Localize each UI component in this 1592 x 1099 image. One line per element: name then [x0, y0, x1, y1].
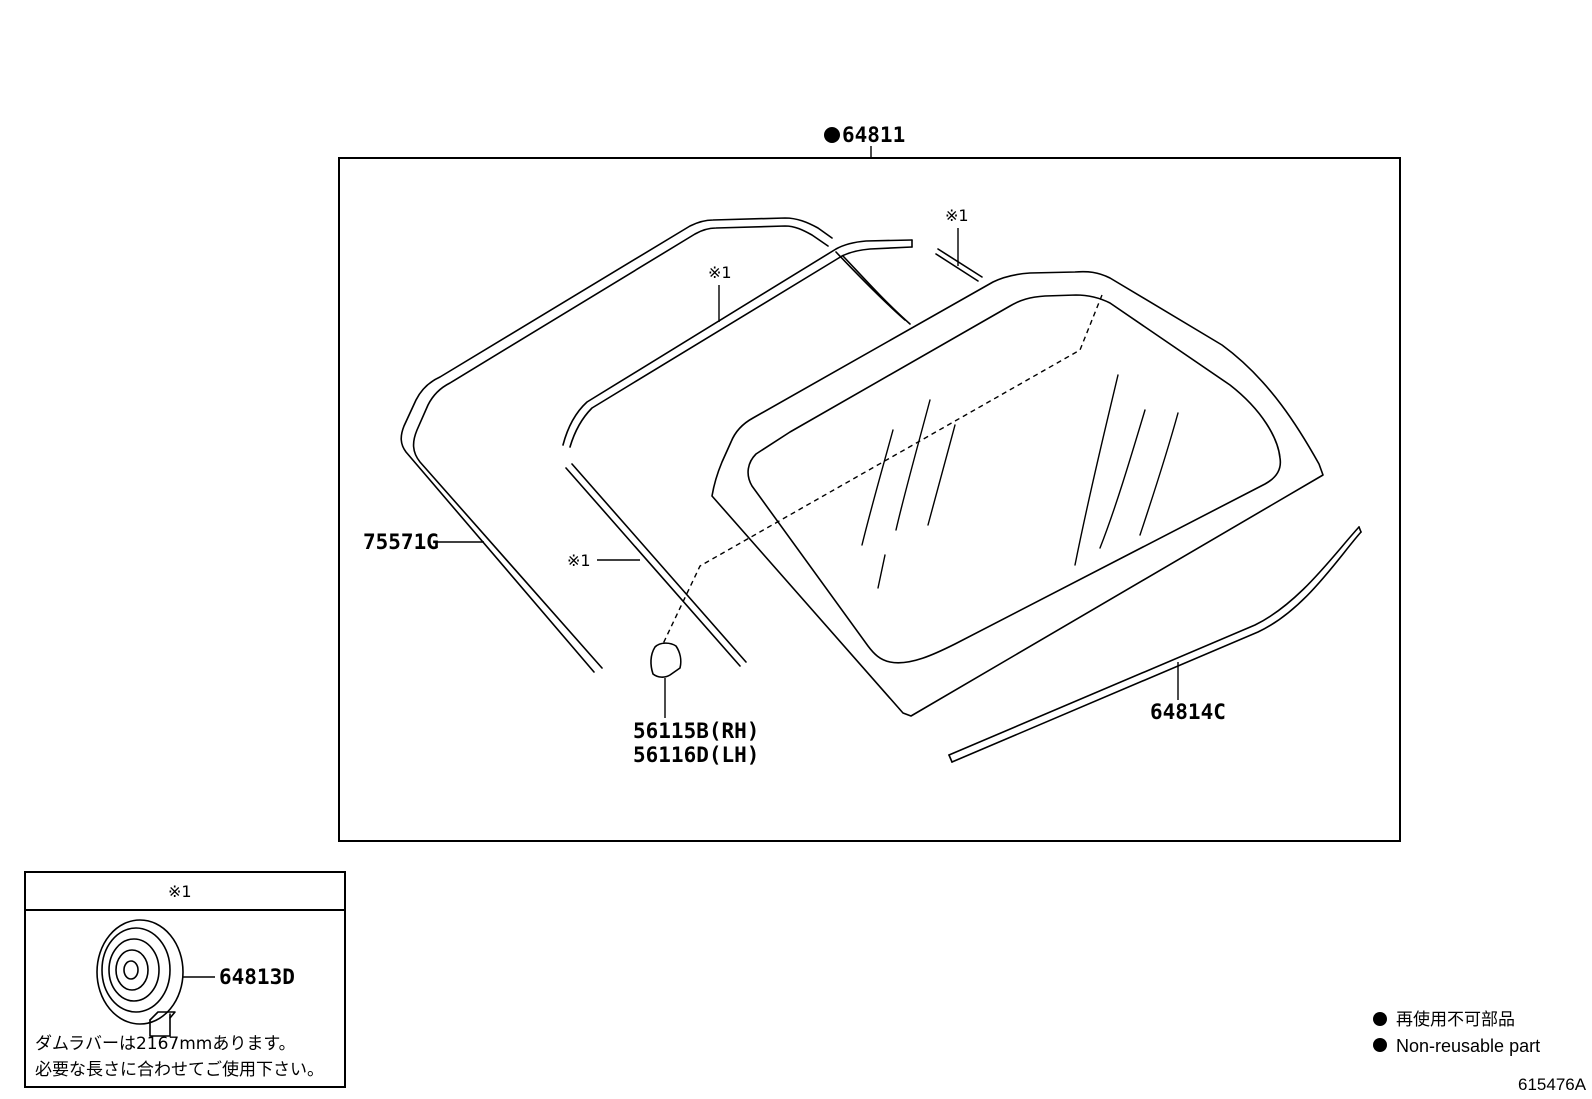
spacer-rh-label: 56115B(RH) [633, 719, 759, 743]
detail-note-line2: 必要な長さに合わせてご使用下さい。 [35, 1059, 324, 1080]
dam-top [935, 248, 983, 282]
back-glass [711, 270, 1324, 717]
legend-mark-en [1373, 1038, 1387, 1052]
spacer-lh-label: 56116D(LH) [633, 743, 759, 767]
spacer-clip [650, 642, 682, 678]
figure-id: 615476A [1518, 1075, 1587, 1094]
legend-en: Non-reusable part [1396, 1036, 1540, 1056]
lower-dam-label: 64814C [1150, 700, 1226, 724]
legend-mark-jp [1373, 1012, 1387, 1026]
outer-molding-label: 75571G [363, 530, 439, 554]
detail-note-line1: ダムラバーは2167mmあります。 [35, 1034, 296, 1054]
outer-molding [400, 217, 833, 673]
dashed-reference-line [661, 294, 1103, 647]
detail-box-header: ※1 [168, 882, 192, 901]
nonreusable-mark-assembly [824, 127, 840, 143]
dam-top-mark: ※1 [945, 206, 969, 225]
inner-molding-top [562, 239, 913, 448]
assembly-frame [338, 157, 1401, 842]
detail-box [24, 871, 346, 1088]
dam-side-mark: ※1 [567, 551, 591, 570]
glass-glare [861, 374, 1179, 589]
lower-dam [948, 526, 1362, 763]
dam-side [565, 463, 747, 667]
legend-jp: 再使用不可部品 [1396, 1009, 1515, 1030]
rubber-roll-icon [96, 919, 184, 1037]
assembly-label: 64811 [842, 123, 905, 147]
inner-molding-mark: ※1 [708, 263, 732, 282]
rubber-roll-label: 64813D [219, 965, 295, 989]
